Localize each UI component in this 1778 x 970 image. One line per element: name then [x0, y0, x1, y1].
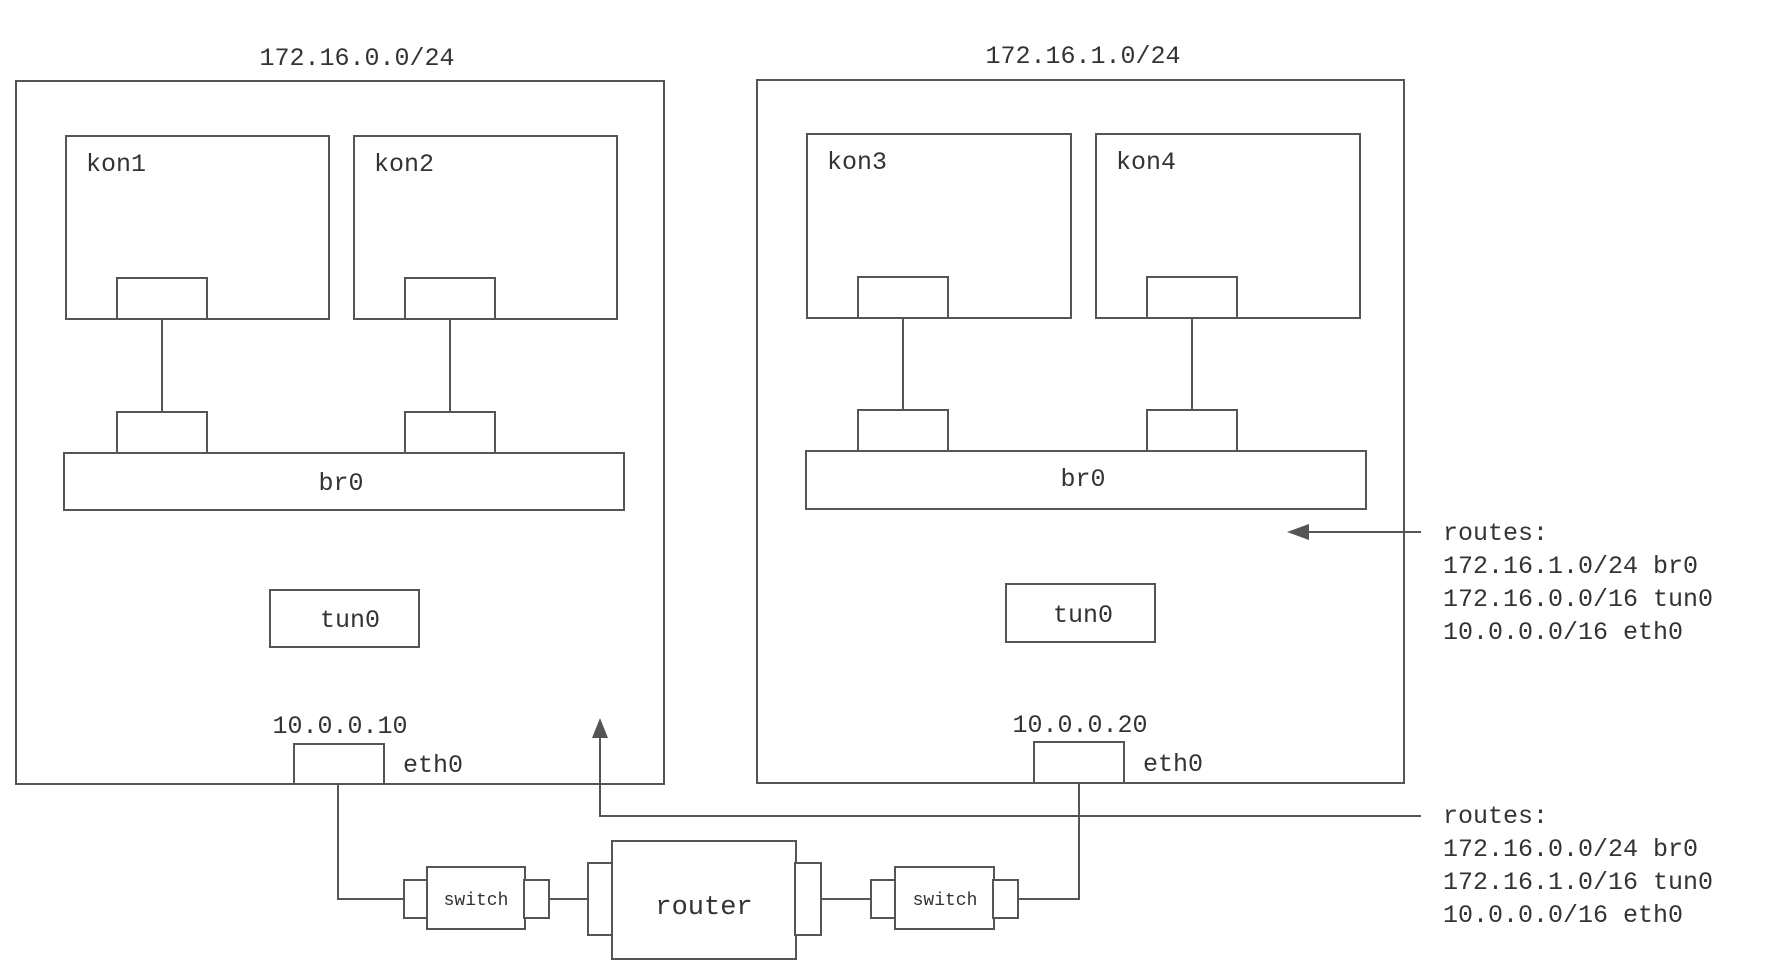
routes-host-2-line-2: 172.16.0.0/16 tun0	[1443, 585, 1713, 614]
host-2-nic-label: eth0	[1143, 750, 1203, 779]
switch-left-port-left	[403, 879, 429, 919]
routes-host-1-arrow-icon	[592, 718, 608, 738]
container-kon3: kon3	[806, 133, 1072, 319]
router-port-left	[587, 862, 614, 936]
host-2-subnet-label: 172.16.1.0/24	[985, 42, 1180, 71]
container-kon1-label: kon1	[86, 150, 146, 179]
routes-host-1-line-2: 172.16.1.0/16 tun0	[1443, 868, 1713, 897]
container-kon1: kon1	[65, 135, 330, 320]
routes-host-2-annotation: routes: 172.16.1.0/24 br0 172.16.0.0/16 …	[1287, 519, 1713, 647]
switch-left: switch	[403, 866, 550, 930]
container-kon2-label: kon2	[374, 150, 434, 179]
router: router	[587, 840, 822, 960]
physical-network: switch router switch	[337, 783, 1080, 960]
host-2: 172.16.1.0/24 kon3 kon4 br0 tun0 10.0.0.…	[756, 42, 1405, 784]
container-kon3-label: kon3	[827, 148, 887, 177]
switch-right: switch	[870, 866, 1019, 930]
host-1: 172.16.0.0/24 kon1 kon2 br0 tun0 10.0.0.…	[15, 44, 665, 785]
router-port-right	[794, 862, 822, 936]
switch-left-port-right	[523, 879, 550, 919]
host-1-tunnel-label: tun0	[320, 606, 380, 635]
host-2-tunnel	[1005, 583, 1156, 643]
container-kon2-box	[353, 135, 618, 320]
host-2-bridge-label: br0	[1060, 465, 1105, 494]
bridge-port-kon3	[857, 409, 949, 452]
host-2-tunnel-label: tun0	[1053, 601, 1113, 630]
switch-right-label: switch	[913, 891, 978, 911]
host-1-ip-label: 10.0.0.10	[272, 712, 407, 741]
routes-host-2-line-1: 172.16.1.0/24 br0	[1443, 552, 1698, 581]
switch-right-body	[894, 866, 995, 930]
switch-left-label: switch	[444, 891, 509, 911]
container-kon2-veth	[404, 277, 496, 320]
bridge-port-kon1	[116, 411, 208, 454]
wire-host2-switch	[1018, 783, 1080, 900]
container-kon4-veth	[1146, 276, 1238, 319]
switch-right-port-right	[992, 879, 1019, 919]
container-kon2: kon2	[353, 135, 618, 320]
host-2-nic	[1033, 741, 1125, 784]
wire-host1-switch	[337, 784, 404, 900]
switch-right-port-left	[870, 879, 897, 919]
host-1-bridge	[63, 452, 625, 511]
container-kon1-veth	[116, 277, 208, 320]
routes-host-1-line-3: 10.0.0.0/16 eth0	[1443, 901, 1683, 930]
container-kon4-label: kon4	[1116, 148, 1176, 177]
container-kon4: kon4	[1095, 133, 1361, 319]
routes-host-1-arrow-line	[599, 738, 1421, 817]
host-1-nic-label: eth0	[403, 751, 463, 780]
host-1-tunnel	[269, 589, 420, 648]
routes-host-2-title: routes:	[1443, 519, 1548, 548]
bridge-port-kon4	[1146, 409, 1238, 452]
host-1-bridge-label: br0	[318, 469, 363, 498]
host-2-bridge	[805, 450, 1367, 510]
container-kon3-veth	[857, 276, 949, 319]
host-1-subnet-label: 172.16.0.0/24	[259, 44, 454, 73]
router-label: router	[655, 893, 752, 923]
routes-host-1-line-1: 172.16.0.0/24 br0	[1443, 835, 1698, 864]
host-1-nic	[293, 743, 385, 785]
routes-host-1-annotation: routes: 172.16.0.0/24 br0 172.16.1.0/16 …	[592, 718, 1713, 930]
switch-left-body	[426, 866, 526, 930]
routes-host-2-arrow-icon	[1287, 524, 1309, 540]
bridge-port-kon2	[404, 411, 496, 454]
routes-host-1-title: routes:	[1443, 802, 1548, 831]
routes-host-2-line-3: 10.0.0.0/16 eth0	[1443, 618, 1683, 647]
host-2-ip-label: 10.0.0.20	[1012, 711, 1147, 740]
